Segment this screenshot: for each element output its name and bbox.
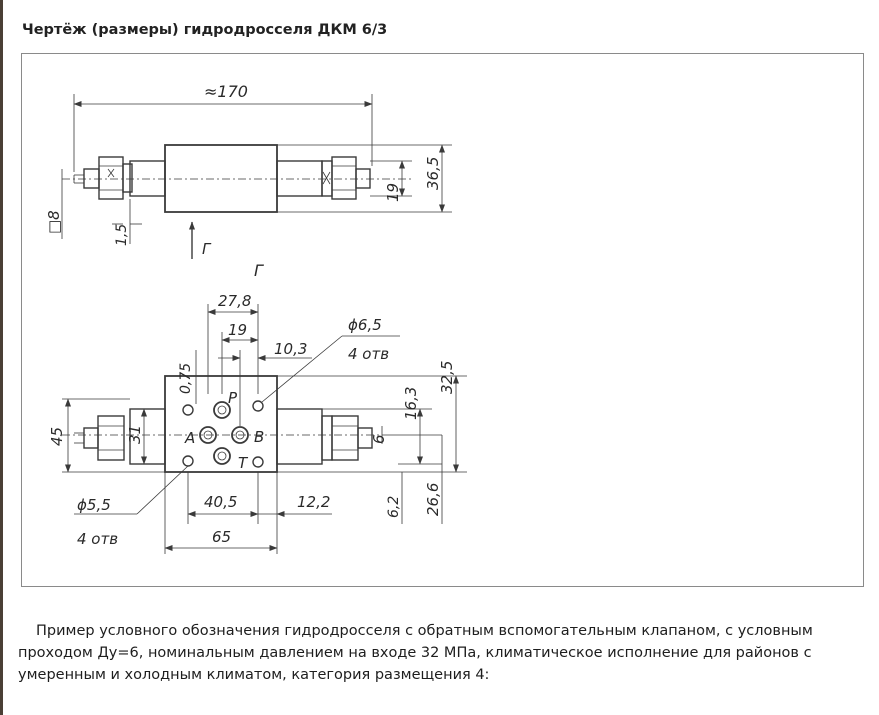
port-t-label: T [238, 454, 249, 472]
dim-26-6: 26,6 [424, 483, 442, 516]
dim-0-75: 0,75 [178, 363, 194, 394]
caption-text: Пример условного обозначения гидродроссе… [18, 623, 813, 683]
dim-32-5: 32,5 [438, 361, 456, 394]
port-p-label: P [228, 389, 238, 407]
dim-6-2: 6,2 [386, 496, 402, 518]
dim-65: 65 [212, 528, 231, 546]
dim-hole-5-5: ϕ5,5 [77, 496, 111, 514]
left-border-rule [0, 0, 3, 715]
dim-12-2: 12,2 [297, 493, 330, 511]
dim-27-8: 27,8 [218, 292, 251, 310]
dim-16-3: 16,3 [402, 387, 420, 420]
dim-6: 6 [370, 434, 388, 444]
dim-31: 31 [126, 425, 144, 444]
top-view: Г P A B T [48, 261, 467, 554]
technical-drawing: ≈170 36,5 19 □8 1,5 Г Г [45, 82, 467, 554]
port-a-label: A [184, 429, 195, 447]
page-heading: Чертёж (размеры) гидродросселя ДКМ 6/3 [22, 22, 388, 38]
dim-hole-6-5-count: 4 отв [348, 345, 389, 363]
dim-45: 45 [48, 427, 66, 446]
dim-hole-5-5-count: 4 отв [77, 530, 118, 548]
dim-offset-1-5: 1,5 [114, 224, 130, 246]
port-b-label: B [254, 428, 264, 446]
view-arrow-label: Г [202, 240, 212, 258]
dim-square-8: □8 [45, 210, 63, 234]
dim-19: 19 [228, 321, 247, 339]
dim-hole-6-5: ϕ6,5 [348, 316, 382, 334]
dim-overall-length: ≈170 [204, 82, 248, 101]
dim-10-3: 10,3 [274, 340, 307, 358]
drawing-frame: ≈170 36,5 19 □8 1,5 Г Г [21, 53, 864, 587]
dim-height-36-5: 36,5 [424, 157, 442, 190]
view-label: Г [254, 261, 264, 280]
dim-40-5: 40,5 [204, 493, 237, 511]
dim-height-19: 19 [384, 183, 402, 202]
side-view: ≈170 36,5 19 □8 1,5 Г [45, 82, 452, 259]
